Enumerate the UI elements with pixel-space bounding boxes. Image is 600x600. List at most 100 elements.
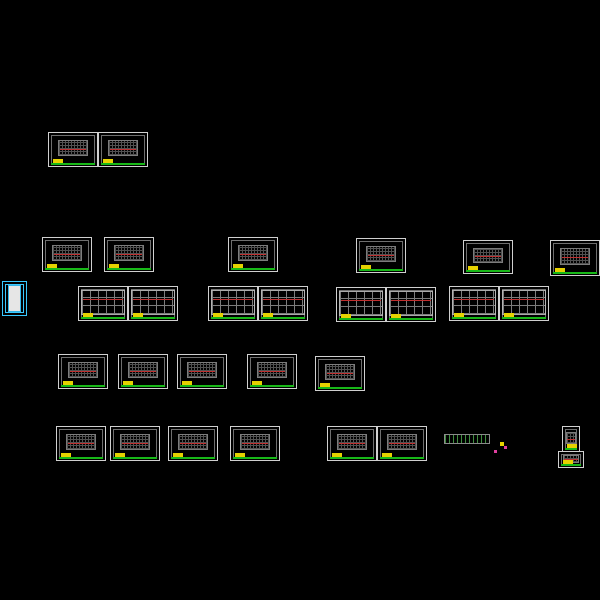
- sheet-stamp: [103, 159, 113, 163]
- drawing-sheet-s15[interactable]: [449, 286, 499, 321]
- sheet-annotation-line: [326, 372, 354, 374]
- drawing-sheet-s31[interactable]: [2, 281, 27, 316]
- drawing-sheet-s03[interactable]: [42, 237, 92, 272]
- drawing-sheet-s12[interactable]: [258, 286, 308, 321]
- sheet-title-block: [330, 457, 374, 459]
- sheet-annotation-line: [564, 459, 578, 461]
- drawing-sheet-s08[interactable]: [550, 240, 600, 276]
- drawing-sheet-s01[interactable]: [48, 132, 98, 167]
- sheet-annotation-line: [561, 257, 589, 259]
- sheet-stamp: [61, 453, 71, 457]
- sheet-title-block: [61, 385, 105, 387]
- drawing-sheet-s29[interactable]: [562, 426, 580, 452]
- sheet-drawing-content: [260, 289, 306, 316]
- drawing-sheet-s19[interactable]: [177, 354, 227, 389]
- sheet-title-block: [466, 270, 510, 272]
- cad-marker-icon: [494, 450, 497, 453]
- sheet-annotation-line: [338, 442, 366, 444]
- sheet-title-block: [51, 163, 95, 165]
- sheet-annotation-line: [390, 299, 432, 301]
- sheet-drawing-content: [177, 434, 209, 451]
- sheet-title-block: [452, 317, 496, 319]
- sheet-drawing-content: [67, 362, 99, 379]
- sheet-annotation-line: [109, 148, 137, 150]
- sheet-stamp: [468, 266, 478, 270]
- drawing-sheet-s02[interactable]: [98, 132, 148, 167]
- sheet-drawing-content: [338, 290, 384, 317]
- sheet-title-block: [380, 457, 424, 459]
- drawing-sheet-s22[interactable]: [56, 426, 106, 461]
- sheet-drawing-content: [80, 289, 126, 316]
- sheet-drawing-content: [130, 289, 176, 316]
- drawing-sheet-s09[interactable]: [78, 286, 128, 321]
- drawing-sheet-s23[interactable]: [110, 426, 160, 461]
- sheet-annotation-line: [179, 442, 207, 444]
- drawing-sheet-s28[interactable]: [444, 434, 490, 444]
- sheet-annotation-line: [69, 370, 97, 372]
- sheet-title-block: [107, 268, 151, 270]
- sheet-stamp: [382, 453, 392, 457]
- sheet-annotation-line: [388, 442, 416, 444]
- sheet-title-block: [180, 385, 224, 387]
- sheet-annotation-line: [132, 298, 174, 300]
- drawing-sheet-s30[interactable]: [558, 451, 584, 468]
- sheet-drawing-content: [210, 289, 256, 316]
- sheet-stamp: [109, 264, 119, 268]
- sheet-title-block: [561, 464, 581, 466]
- drawing-sheet-s26[interactable]: [327, 426, 377, 461]
- sheet-annotation-line: [474, 256, 502, 258]
- sheet-stamp: [182, 381, 192, 385]
- sheet-annotation-line: [566, 438, 576, 440]
- sheet-title-block: [131, 317, 175, 319]
- drawing-sheet-s05[interactable]: [228, 237, 278, 272]
- sheet-title-block: [250, 385, 294, 387]
- drawing-sheet-s25[interactable]: [230, 426, 280, 461]
- sheet-stamp: [391, 314, 401, 318]
- sheet-title-block: [553, 272, 597, 274]
- sheet-title-block: [231, 268, 275, 270]
- sheet-annotation-line: [262, 298, 304, 300]
- drawing-sheet-s11[interactable]: [208, 286, 258, 321]
- drawing-sheet-s13[interactable]: [336, 287, 386, 322]
- sheet-drawing-content: [107, 140, 139, 157]
- sheet-annotation-line: [59, 148, 87, 150]
- sheet-stamp: [454, 313, 464, 317]
- drawing-sheet-s21[interactable]: [315, 356, 365, 391]
- sheet-title-block: [389, 318, 433, 320]
- drawing-sheet-s04[interactable]: [104, 237, 154, 272]
- sheet-drawing-content: [386, 434, 418, 451]
- sheet-title-block: [211, 317, 255, 319]
- sheet-stamp: [555, 268, 565, 272]
- sheet-stamp: [63, 381, 73, 385]
- sheet-title-block: [318, 387, 362, 389]
- sheet-stamp: [567, 444, 577, 448]
- sheet-drawing-content: [565, 432, 577, 444]
- drawing-sheet-s24[interactable]: [168, 426, 218, 461]
- drawing-sheet-s16[interactable]: [499, 286, 549, 321]
- drawing-sheet-s17[interactable]: [58, 354, 108, 389]
- drawing-sheet-s27[interactable]: [377, 426, 427, 461]
- drawing-sheet-s20[interactable]: [247, 354, 297, 389]
- sheet-drawing-content: [57, 140, 89, 157]
- sheet-drawing-content: [501, 289, 547, 316]
- sheet-title-block: [565, 448, 577, 450]
- sheet-title-block: [81, 317, 125, 319]
- sheet-title-block: [261, 317, 305, 319]
- sheet-stamp: [133, 313, 143, 317]
- drawing-sheet-s10[interactable]: [128, 286, 178, 321]
- sheet-title-block: [45, 268, 89, 270]
- sheet-stamp: [115, 453, 125, 457]
- drawing-sheet-s14[interactable]: [386, 287, 436, 322]
- sheet-title-block: [121, 385, 165, 387]
- drawing-sheet-s07[interactable]: [463, 240, 513, 274]
- sheet-annotation-line: [453, 298, 495, 300]
- sheet-stamp: [83, 313, 93, 317]
- sheet-title-block: [502, 317, 546, 319]
- sheet-annotation-line: [53, 253, 81, 255]
- sheet-title-block: [59, 457, 103, 459]
- sheet-annotation-line: [115, 253, 143, 255]
- drawing-sheet-s06[interactable]: [356, 238, 406, 273]
- drawing-sheet-s18[interactable]: [118, 354, 168, 389]
- sheet-drawing-content: [472, 248, 504, 264]
